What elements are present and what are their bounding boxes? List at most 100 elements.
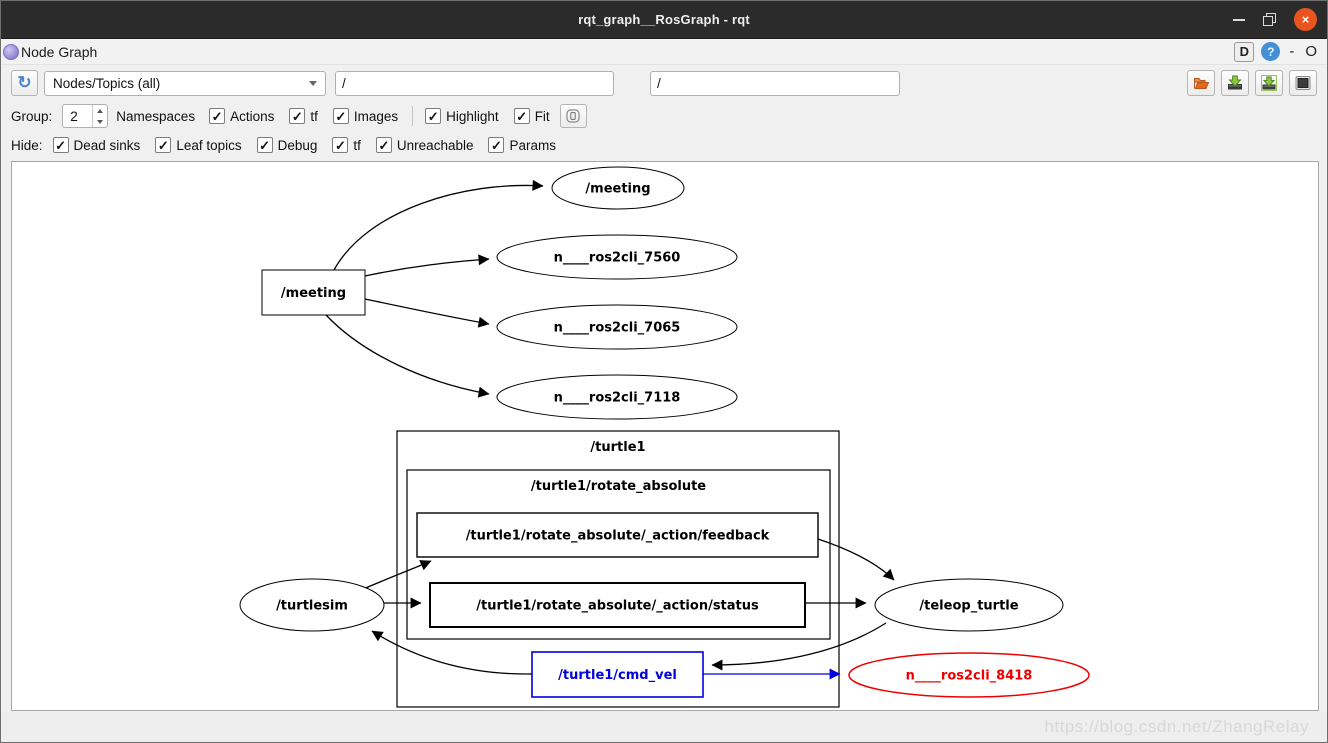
graph-node-cmd_vel[interactable]: [531, 651, 704, 698]
checkbox-label[interactable]: Fit: [534, 108, 550, 124]
checkbox-fit[interactable]: ✓Fit: [513, 108, 550, 124]
graph-node-status[interactable]: [429, 582, 806, 628]
checkbox-label[interactable]: tf: [353, 137, 361, 153]
hide-label: Hide:: [11, 137, 43, 153]
checkbox-box[interactable]: ✓: [209, 108, 226, 124]
save-dot-file-button[interactable]: [1221, 70, 1249, 96]
checkbox-label[interactable]: Dead sinks: [73, 137, 141, 153]
checkbox-images[interactable]: ✓Images: [332, 108, 399, 124]
checkbox-box[interactable]: ✓: [488, 137, 505, 153]
cluster-turtle1: [396, 430, 840, 708]
graph-node-ros2cli_7560[interactable]: [496, 234, 738, 280]
checkbox-box[interactable]: ✓: [289, 108, 306, 124]
checkbox-tf[interactable]: ✓tf: [289, 108, 318, 124]
window-maximize-button[interactable]: [1263, 13, 1276, 26]
spinbox-buttons: [92, 105, 107, 127]
close-icon: ×: [1301, 12, 1310, 27]
separator: [412, 106, 414, 126]
checkbox-dead-sinks[interactable]: ✓Dead sinks: [52, 137, 141, 153]
plugin-float-button[interactable]: O: [1305, 43, 1317, 60]
plugin-buttons: D ? - O: [1234, 41, 1319, 62]
checkbox-box[interactable]: ✓: [332, 108, 349, 124]
checkbox-label[interactable]: Images: [353, 108, 399, 124]
spin-down-button[interactable]: [93, 116, 107, 127]
checkbox-box[interactable]: ✓: [256, 137, 273, 153]
checkbox-label[interactable]: Highlight: [446, 108, 499, 124]
node-graph-svg[interactable]: /turtle1/turtle1/rotate_absolute /meetin…: [12, 162, 1318, 710]
toolbar-row-2: Group: 2 Namespaces ✓Actions✓tf✓Images ✓…: [1, 101, 1327, 131]
window-title: rqt_graph__RosGraph - rqt: [578, 12, 750, 27]
graph-node-label-status: /turtle1/rotate_absolute/_action/status: [476, 599, 759, 614]
fit-in-view-button[interactable]: [559, 104, 587, 128]
help-button[interactable]: ?: [1261, 42, 1281, 61]
save-image-icon: [1261, 75, 1277, 91]
graph-node-ros2cli_7065[interactable]: [496, 304, 738, 350]
checkbox-label[interactable]: Leaf topics: [176, 137, 242, 153]
open-dot-file-button[interactable]: [1187, 70, 1215, 96]
refresh-button[interactable]: ↻: [11, 70, 38, 96]
cluster-label-turtle1: /turtle1: [590, 440, 645, 455]
graph-node-ros2cli_8418[interactable]: [848, 652, 1090, 698]
checkbox-label[interactable]: Actions: [230, 108, 275, 124]
checkbox-box[interactable]: ✓: [155, 137, 172, 153]
toolbar-row-1: ↻ Nodes/Topics (all): [1, 65, 1327, 101]
group-spinbox[interactable]: 2: [62, 104, 109, 128]
checkbox-unreachable[interactable]: ✓Unreachable: [375, 137, 474, 153]
checkbox-params[interactable]: ✓Params: [488, 137, 556, 153]
checkbox-leaf-topics[interactable]: ✓Leaf topics: [155, 137, 242, 153]
topic-filter-input[interactable]: [650, 70, 900, 96]
checkbox-label[interactable]: tf: [310, 108, 318, 124]
graph-node-feedback[interactable]: [416, 512, 819, 558]
chevron-down-icon: [309, 80, 317, 86]
node-graph-icon: [3, 43, 19, 60]
triangle-down-icon: [97, 119, 104, 124]
plugin-title: Node Graph: [21, 43, 98, 60]
checkbox-box[interactable]: ✓: [332, 137, 349, 153]
spin-up-button[interactable]: [93, 105, 107, 116]
checkbox-box[interactable]: ✓: [513, 108, 530, 124]
window-close-button[interactable]: ×: [1294, 8, 1317, 31]
edge-teleop_turtle-to-cmd_vel: [711, 622, 887, 671]
dock-button[interactable]: D: [1234, 41, 1255, 62]
group-label: Group:: [11, 108, 53, 124]
node-filter-input[interactable]: [335, 70, 614, 96]
checkbox-tf[interactable]: ✓tf: [332, 137, 361, 153]
checkbox-box[interactable]: ✓: [425, 108, 442, 124]
graph-node-label-cmd_vel: /turtle1/cmd_vel: [558, 668, 677, 683]
graph-node-teleop_turtle[interactable]: [874, 578, 1064, 632]
save-download-icon: [1228, 75, 1242, 90]
cluster-label-rotate_absolute: /turtle1/rotate_absolute: [531, 479, 706, 494]
checkbox-actions[interactable]: ✓Actions: [209, 108, 274, 124]
window-minimize-button[interactable]: [1233, 18, 1245, 21]
save-image-button[interactable]: [1255, 70, 1283, 96]
edge-meeting_topic-to-meeting_node: [333, 179, 544, 271]
checkbox-debug[interactable]: ✓Debug: [256, 137, 318, 153]
graph-canvas[interactable]: /turtle1/turtle1/rotate_absolute /meetin…: [11, 161, 1319, 711]
graph-node-label-ros2cli_7560: n____ros2cli_7560: [554, 251, 681, 266]
checkbox-box[interactable]: ✓: [52, 137, 69, 153]
graph-node-ros2cli_7118[interactable]: [496, 374, 738, 420]
plugin-minimize-button[interactable]: -: [1289, 43, 1295, 60]
restore-icon: [1263, 13, 1276, 26]
dark-square-icon: [1295, 76, 1311, 90]
checkbox-label[interactable]: Unreachable: [396, 137, 474, 153]
graph-node-turtlesim[interactable]: [239, 578, 385, 632]
group-value: 2: [70, 108, 78, 124]
graph-type-dropdown[interactable]: Nodes/Topics (all): [44, 70, 326, 96]
edge-meeting_topic-to-ros2cli_7065: [364, 298, 490, 328]
graph-node-label-ros2cli_7118: n____ros2cli_7118: [554, 391, 681, 406]
checkbox-label[interactable]: Debug: [277, 137, 318, 153]
graph-node-meeting_node[interactable]: [551, 166, 685, 210]
graph-node-label-ros2cli_8418: n____ros2cli_8418: [906, 669, 1033, 684]
checkbox-highlight[interactable]: ✓Highlight: [425, 108, 499, 124]
graph-node-meeting_topic[interactable]: [261, 269, 366, 316]
screenshot-button[interactable]: [1289, 70, 1317, 96]
checkbox-box[interactable]: ✓: [375, 137, 392, 153]
checkbox-label[interactable]: Params: [509, 137, 556, 153]
display-checkbox-group: ✓Actions✓tf✓Images: [209, 108, 398, 124]
triangle-up-icon: [97, 108, 104, 113]
graph-node-label-teleop_turtle: /teleop_turtle: [919, 599, 1018, 614]
titlebar[interactable]: rqt_graph__RosGraph - rqt ×: [1, 1, 1327, 39]
graph-node-label-meeting_node: /meeting: [585, 182, 650, 197]
